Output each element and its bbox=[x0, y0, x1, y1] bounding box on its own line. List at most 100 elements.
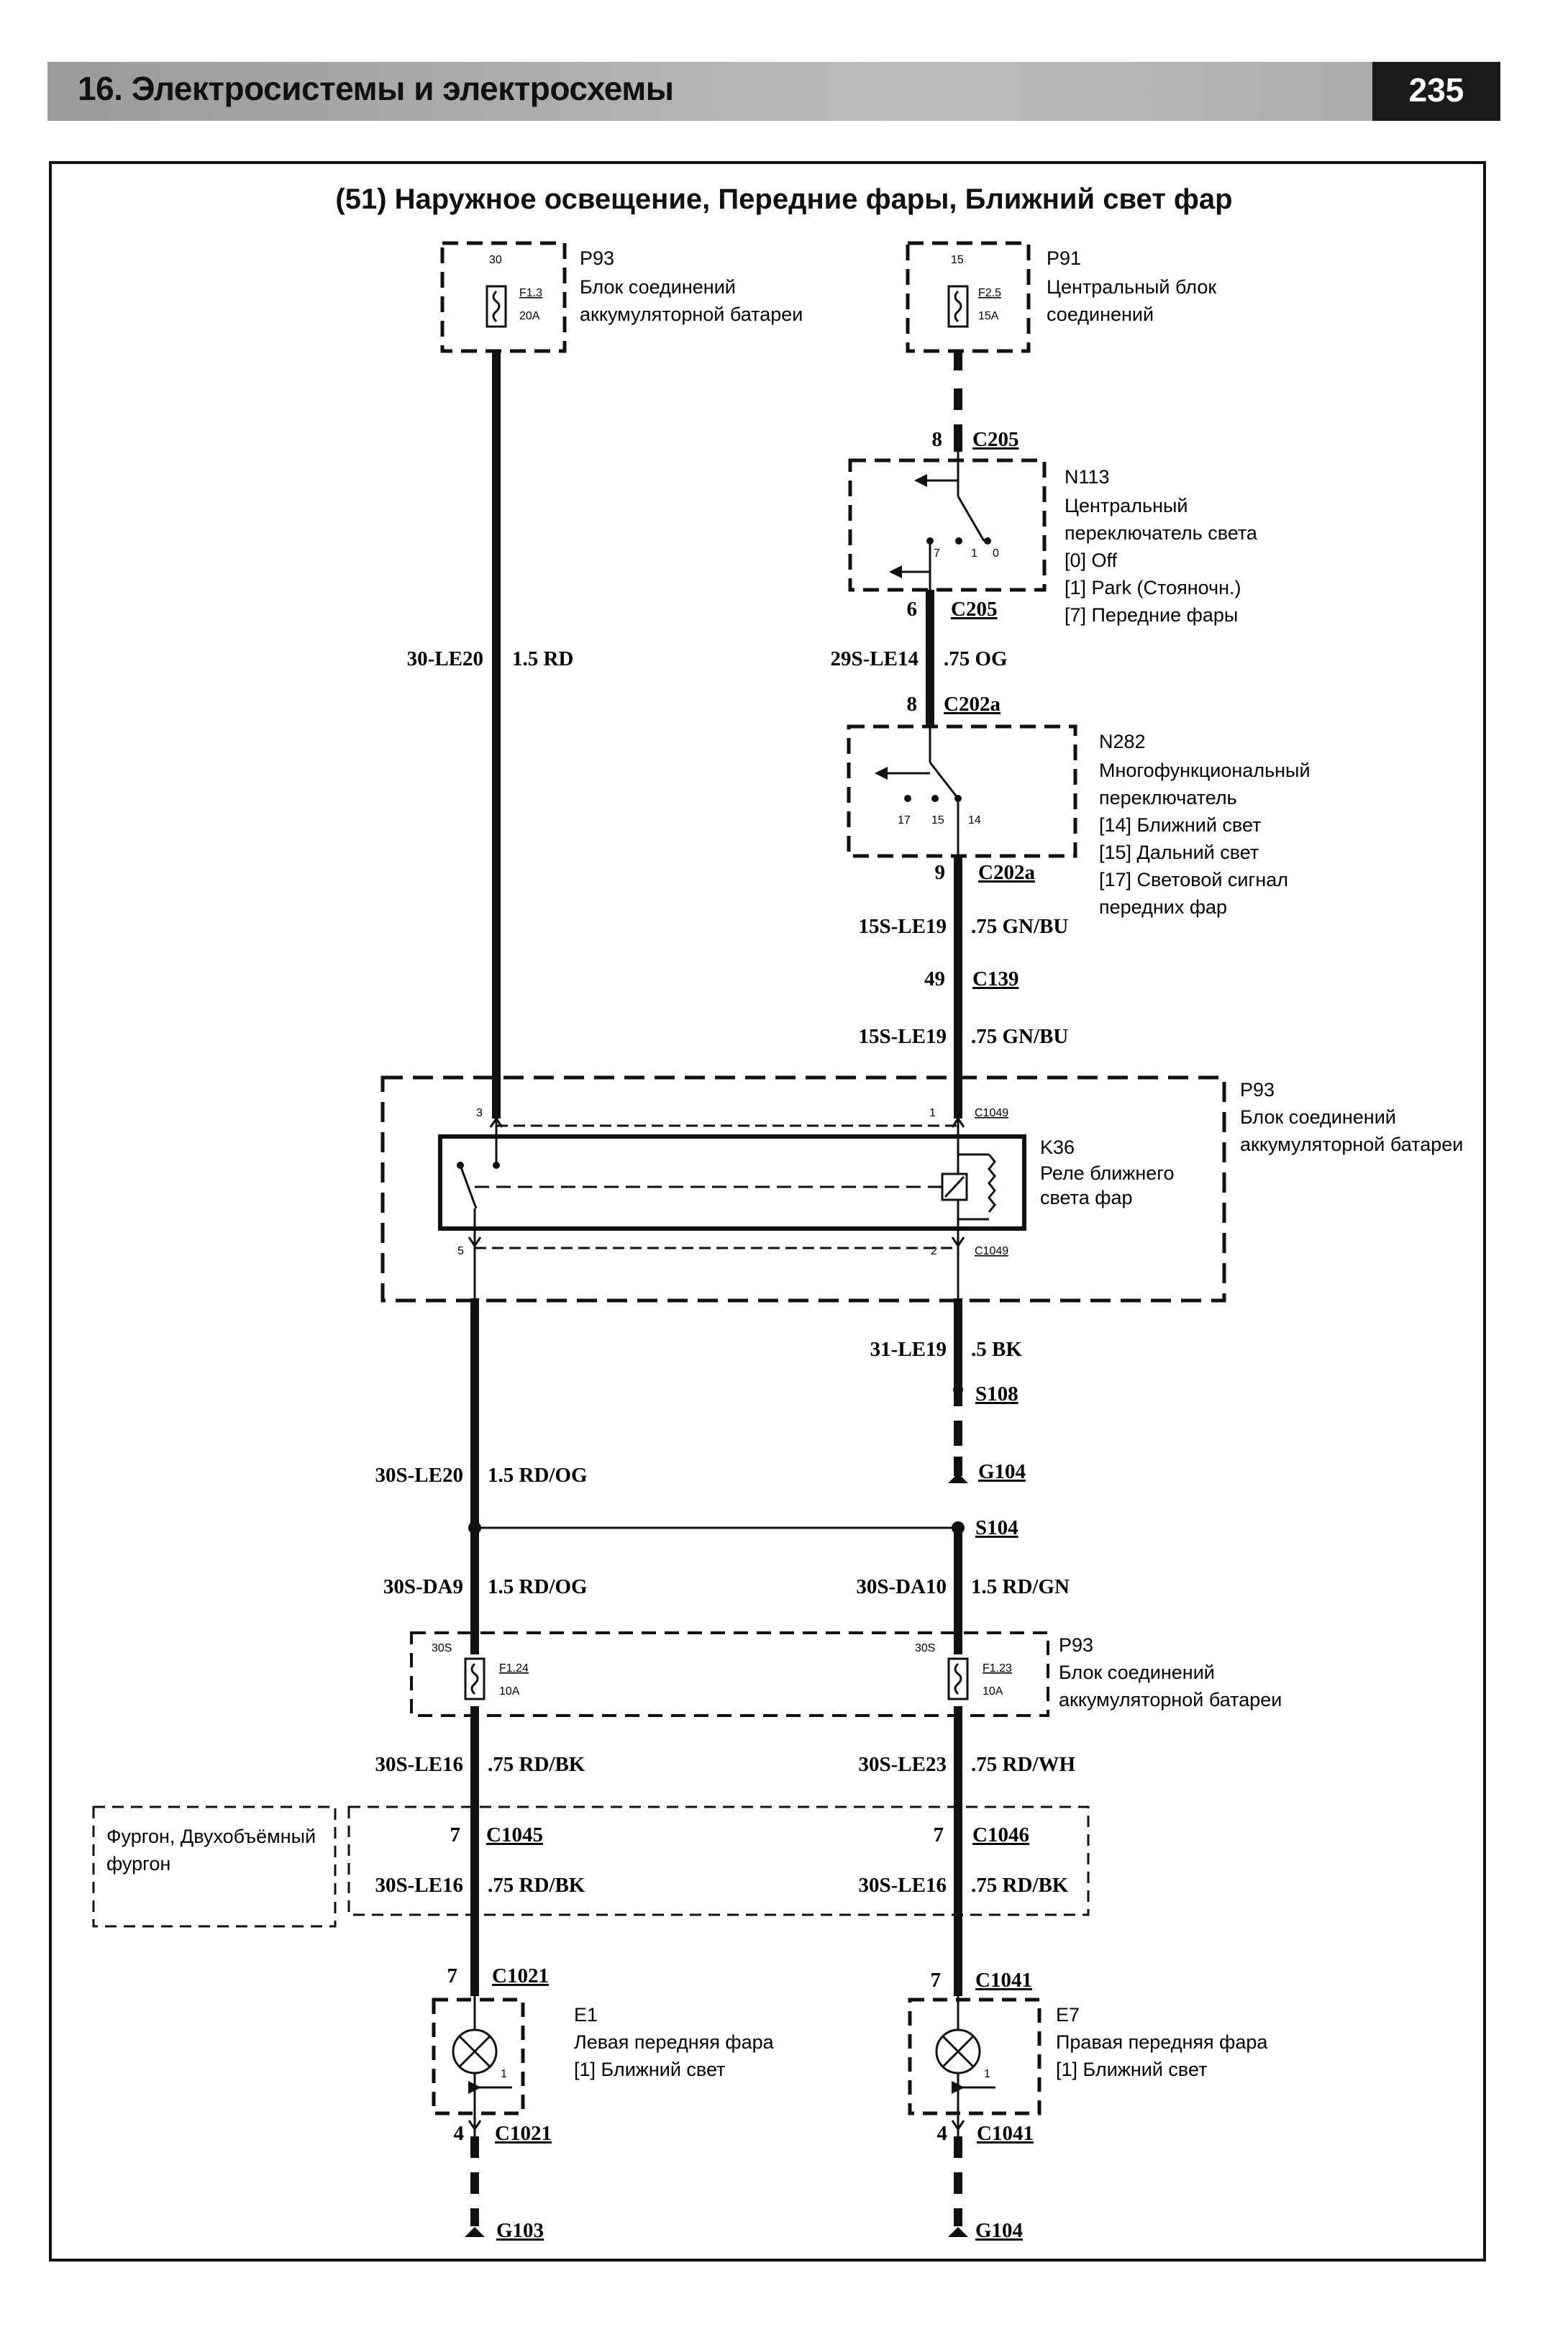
connector-labels: 8 C205 6 C205 8 C202a 9 C202a 49 C139 S1… bbox=[447, 428, 1036, 2242]
svg-text:1: 1 bbox=[929, 1107, 936, 1119]
fuse-rating: 15A bbox=[978, 310, 999, 322]
headlamp-e7: 1 E7 Правая передняя фара [1] Ближний св… bbox=[908, 1996, 1268, 2136]
svg-text:.75 GN/BU: .75 GN/BU bbox=[971, 1025, 1068, 1048]
svg-text:1: 1 bbox=[984, 2068, 990, 2080]
position-label: [15] Дальний свет bbox=[1099, 842, 1259, 863]
splice-s108 bbox=[953, 1385, 963, 1395]
svg-text:30S-LE20: 30S-LE20 bbox=[375, 1464, 463, 1487]
svg-text:4: 4 bbox=[454, 2122, 465, 2145]
svg-text:17: 17 bbox=[898, 814, 911, 826]
n282: 17 15 14 N282 Многофункциональный перекл… bbox=[847, 724, 1311, 918]
component-desc: [1] Ближний свет bbox=[574, 2059, 725, 2080]
page-number-box: 235 bbox=[1372, 62, 1500, 121]
component-id: N282 bbox=[1099, 731, 1146, 752]
svg-text:1.5 RD/GN: 1.5 RD/GN bbox=[971, 1575, 1070, 1598]
p93-top: 30 F1.3 20A P93 Блок соединений аккумуля… bbox=[440, 241, 803, 353]
svg-text:30S-LE16: 30S-LE16 bbox=[375, 1753, 463, 1776]
svg-text:F1.23: F1.23 bbox=[983, 1662, 1012, 1675]
ground-g104-bot bbox=[948, 2227, 968, 2237]
svg-text:30S: 30S bbox=[915, 1642, 935, 1654]
svg-text:30-LE20: 30-LE20 bbox=[407, 647, 483, 670]
splices bbox=[468, 1385, 965, 1534]
svg-text:C1021: C1021 bbox=[492, 1964, 549, 1987]
svg-text:10A: 10A bbox=[499, 1685, 520, 1698]
component-desc: света фар bbox=[1040, 1187, 1133, 1208]
page-number: 235 bbox=[1408, 71, 1464, 109]
svg-text:1.5 RD: 1.5 RD bbox=[512, 647, 573, 670]
svg-text:7: 7 bbox=[934, 1823, 944, 1846]
ground-g104-mid bbox=[948, 1473, 968, 1483]
svg-text:.75 GN/BU: .75 GN/BU bbox=[971, 915, 1068, 938]
svg-text:C202a: C202a bbox=[978, 861, 1035, 884]
svg-text:.75 RD/BK: .75 RD/BK bbox=[488, 1753, 585, 1776]
svg-text:14: 14 bbox=[968, 814, 981, 826]
svg-text:C1049: C1049 bbox=[975, 1107, 1008, 1119]
component-desc: Реле ближнего bbox=[1040, 1162, 1175, 1184]
svg-text:C205: C205 bbox=[972, 428, 1018, 451]
svg-text:G103: G103 bbox=[496, 2219, 544, 2242]
component-desc: Блок соединений bbox=[1059, 1662, 1215, 1683]
svg-text:8: 8 bbox=[907, 693, 918, 716]
svg-text:.5 BK: .5 BK bbox=[971, 1338, 1022, 1361]
svg-text:G104: G104 bbox=[975, 2219, 1023, 2242]
svg-text:1.5 RD/OG: 1.5 RD/OG bbox=[488, 1575, 588, 1598]
ground-g103 bbox=[465, 2227, 485, 2237]
fuse-label: F1.3 bbox=[519, 287, 542, 299]
position-label: [14] Ближний свет bbox=[1099, 814, 1261, 836]
p93-mid: 3 1 C1049 5 2 C1049 K36 Реле ближнего св… bbox=[380, 1075, 1463, 1303]
svg-text:1: 1 bbox=[501, 2068, 507, 2080]
component-desc: переключатель bbox=[1099, 787, 1237, 809]
page-header: 16. Электросистемы и электросхемы 235 bbox=[47, 62, 1500, 121]
wires bbox=[470, 351, 962, 2226]
svg-text:30S-LE23: 30S-LE23 bbox=[859, 1753, 947, 1776]
variant-section: Фургон, Двухобъёмный фургон bbox=[92, 1805, 1090, 1928]
svg-text:C1045: C1045 bbox=[486, 1823, 543, 1846]
n113: 7 1 0 N113 Центральный переключатель све… bbox=[848, 452, 1258, 626]
svg-text:30S-DA10: 30S-DA10 bbox=[856, 1575, 947, 1598]
svg-text:.75 RD/BK: .75 RD/BK bbox=[488, 1874, 585, 1897]
component-desc: Правая передняя фара bbox=[1056, 2031, 1268, 2053]
component-desc: аккумуляторной батареи bbox=[1059, 1689, 1282, 1711]
svg-text:5: 5 bbox=[457, 1245, 464, 1257]
svg-text:1.5 RD/OG: 1.5 RD/OG bbox=[488, 1464, 588, 1487]
splice-s104 bbox=[952, 1521, 965, 1534]
svg-text:C1041: C1041 bbox=[977, 2122, 1034, 2145]
svg-text:S104: S104 bbox=[975, 1516, 1018, 1539]
svg-text:30S-LE16: 30S-LE16 bbox=[859, 1874, 947, 1897]
component-id: P93 bbox=[580, 247, 614, 269]
wire-labels: 30-LE20 1.5 RD 29S-LE14 .75 OG 15S-LE19 … bbox=[375, 647, 1076, 1897]
component-desc: переключатель света bbox=[1065, 522, 1258, 544]
svg-text:F1.24: F1.24 bbox=[499, 1662, 529, 1675]
svg-text:2: 2 bbox=[931, 1245, 937, 1257]
position-label: [1] Park (Стояночн.) bbox=[1065, 577, 1241, 598]
component-desc: соединений bbox=[1047, 304, 1154, 325]
position-label: [7] Передние фары bbox=[1065, 604, 1238, 626]
component-id: P93 bbox=[1059, 1634, 1093, 1656]
ground-symbols bbox=[465, 1473, 968, 2237]
svg-text:G104: G104 bbox=[978, 1460, 1026, 1483]
svg-text:15: 15 bbox=[931, 814, 944, 826]
variant-label: Фургон, Двухобъёмный bbox=[106, 1826, 316, 1847]
svg-text:.75 RD/BK: .75 RD/BK bbox=[971, 1874, 1069, 1897]
svg-text:7: 7 bbox=[931, 1969, 942, 1992]
svg-text:15S-LE19: 15S-LE19 bbox=[859, 915, 947, 938]
component-desc: аккумуляторной батареи bbox=[580, 304, 803, 325]
fuse-label: F2.5 bbox=[978, 287, 1001, 299]
component-desc: Блок соединений bbox=[580, 276, 736, 298]
svg-text:7: 7 bbox=[934, 547, 940, 560]
svg-text:C1041: C1041 bbox=[975, 1969, 1032, 1992]
svg-text:.75 RD/WH: .75 RD/WH bbox=[971, 1753, 1075, 1776]
component-desc: Многофункциональный bbox=[1099, 760, 1311, 781]
pin-label: 15 bbox=[951, 254, 964, 266]
component-id: P91 bbox=[1047, 247, 1081, 269]
p91: 15 F2.5 15A P91 Центральный блок соедине… bbox=[906, 241, 1216, 353]
svg-text:31-LE19: 31-LE19 bbox=[870, 1338, 947, 1361]
component-id: K36 bbox=[1040, 1137, 1075, 1158]
svg-text:.75 OG: .75 OG bbox=[944, 647, 1008, 670]
position-label: передних фар bbox=[1099, 896, 1227, 918]
splice-left-s104 bbox=[468, 1521, 481, 1534]
pin-label: 30 bbox=[489, 254, 502, 266]
p93-bottom: 30S F1.24 10A 30S F1.23 10A P93 Блок сое… bbox=[410, 1631, 1282, 1717]
component-desc: [1] Ближний свет bbox=[1056, 2059, 1207, 2080]
